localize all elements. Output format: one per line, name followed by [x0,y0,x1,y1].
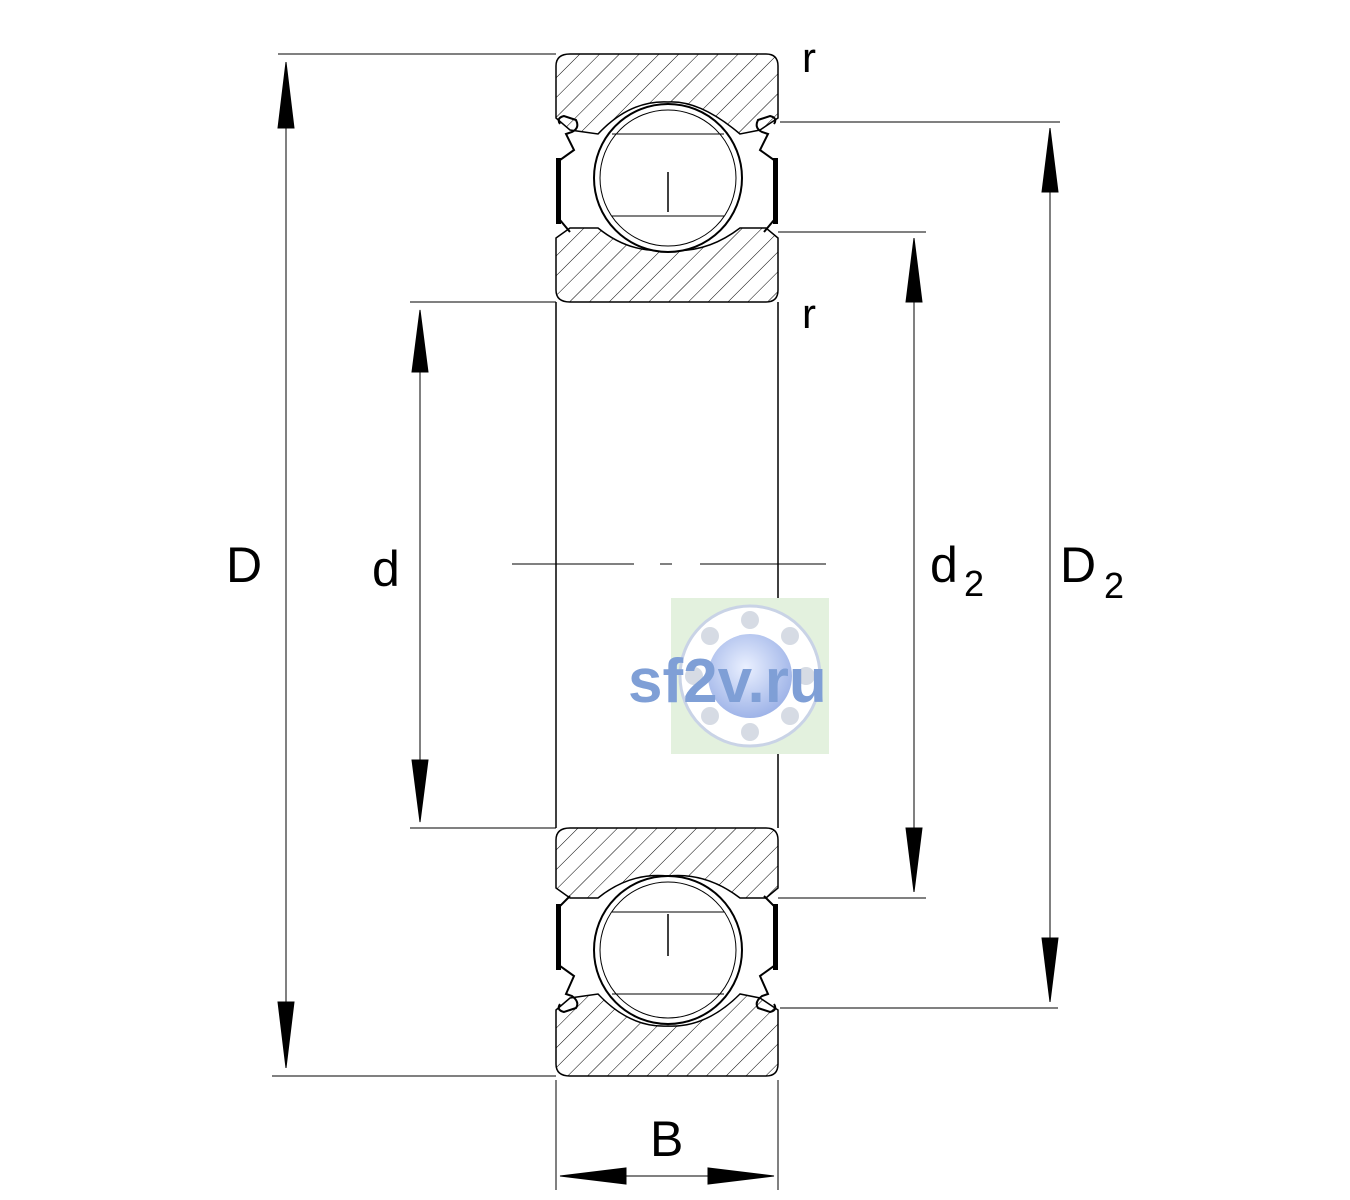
arrow-d2-top [905,237,923,303]
bottom-section [555,827,779,1077]
shield-right-bottom [755,895,777,1014]
watermark: sf2v.ru [628,598,829,754]
cage-bottom [599,881,737,1019]
label-inner-shoulder: d [930,537,958,593]
arrow-d-outer-top [277,61,295,129]
arrow-D2-bottom [1041,937,1059,1003]
arrow-b-left [559,1167,627,1185]
dimension-lines [277,61,1059,1185]
shield-left-top [557,114,579,233]
label-outer-diameter: D [226,537,262,593]
inner-ring-top [555,227,779,303]
arrow-d-outer-bottom [277,1001,295,1069]
outer-ring-bottom [555,993,779,1077]
label-bore-diameter: d [372,541,400,597]
arrow-d-bore-bottom [411,759,429,823]
cage-top [599,109,737,247]
arrow-D2-top [1041,127,1059,193]
label-outer-shoulder: D [1060,537,1096,593]
outer-ring-top [555,53,779,135]
shield-left-bottom [557,895,579,1014]
arrow-d-bore-top [411,309,429,373]
label-inner-shoulder-sub: 2 [964,563,984,604]
label-radius-top: r [802,34,816,81]
label-width: B [650,1111,683,1167]
arrow-b-right [707,1167,775,1185]
arrow-d2-bottom [905,827,923,893]
label-radius-bottom: r [802,290,816,337]
shield-right-top [755,114,777,233]
label-outer-shoulder-sub: 2 [1104,565,1124,606]
watermark-text: sf2v.ru [628,647,827,716]
top-section [555,53,779,303]
bearing-logo-icon [678,604,822,748]
extension-lines [272,53,1060,1190]
